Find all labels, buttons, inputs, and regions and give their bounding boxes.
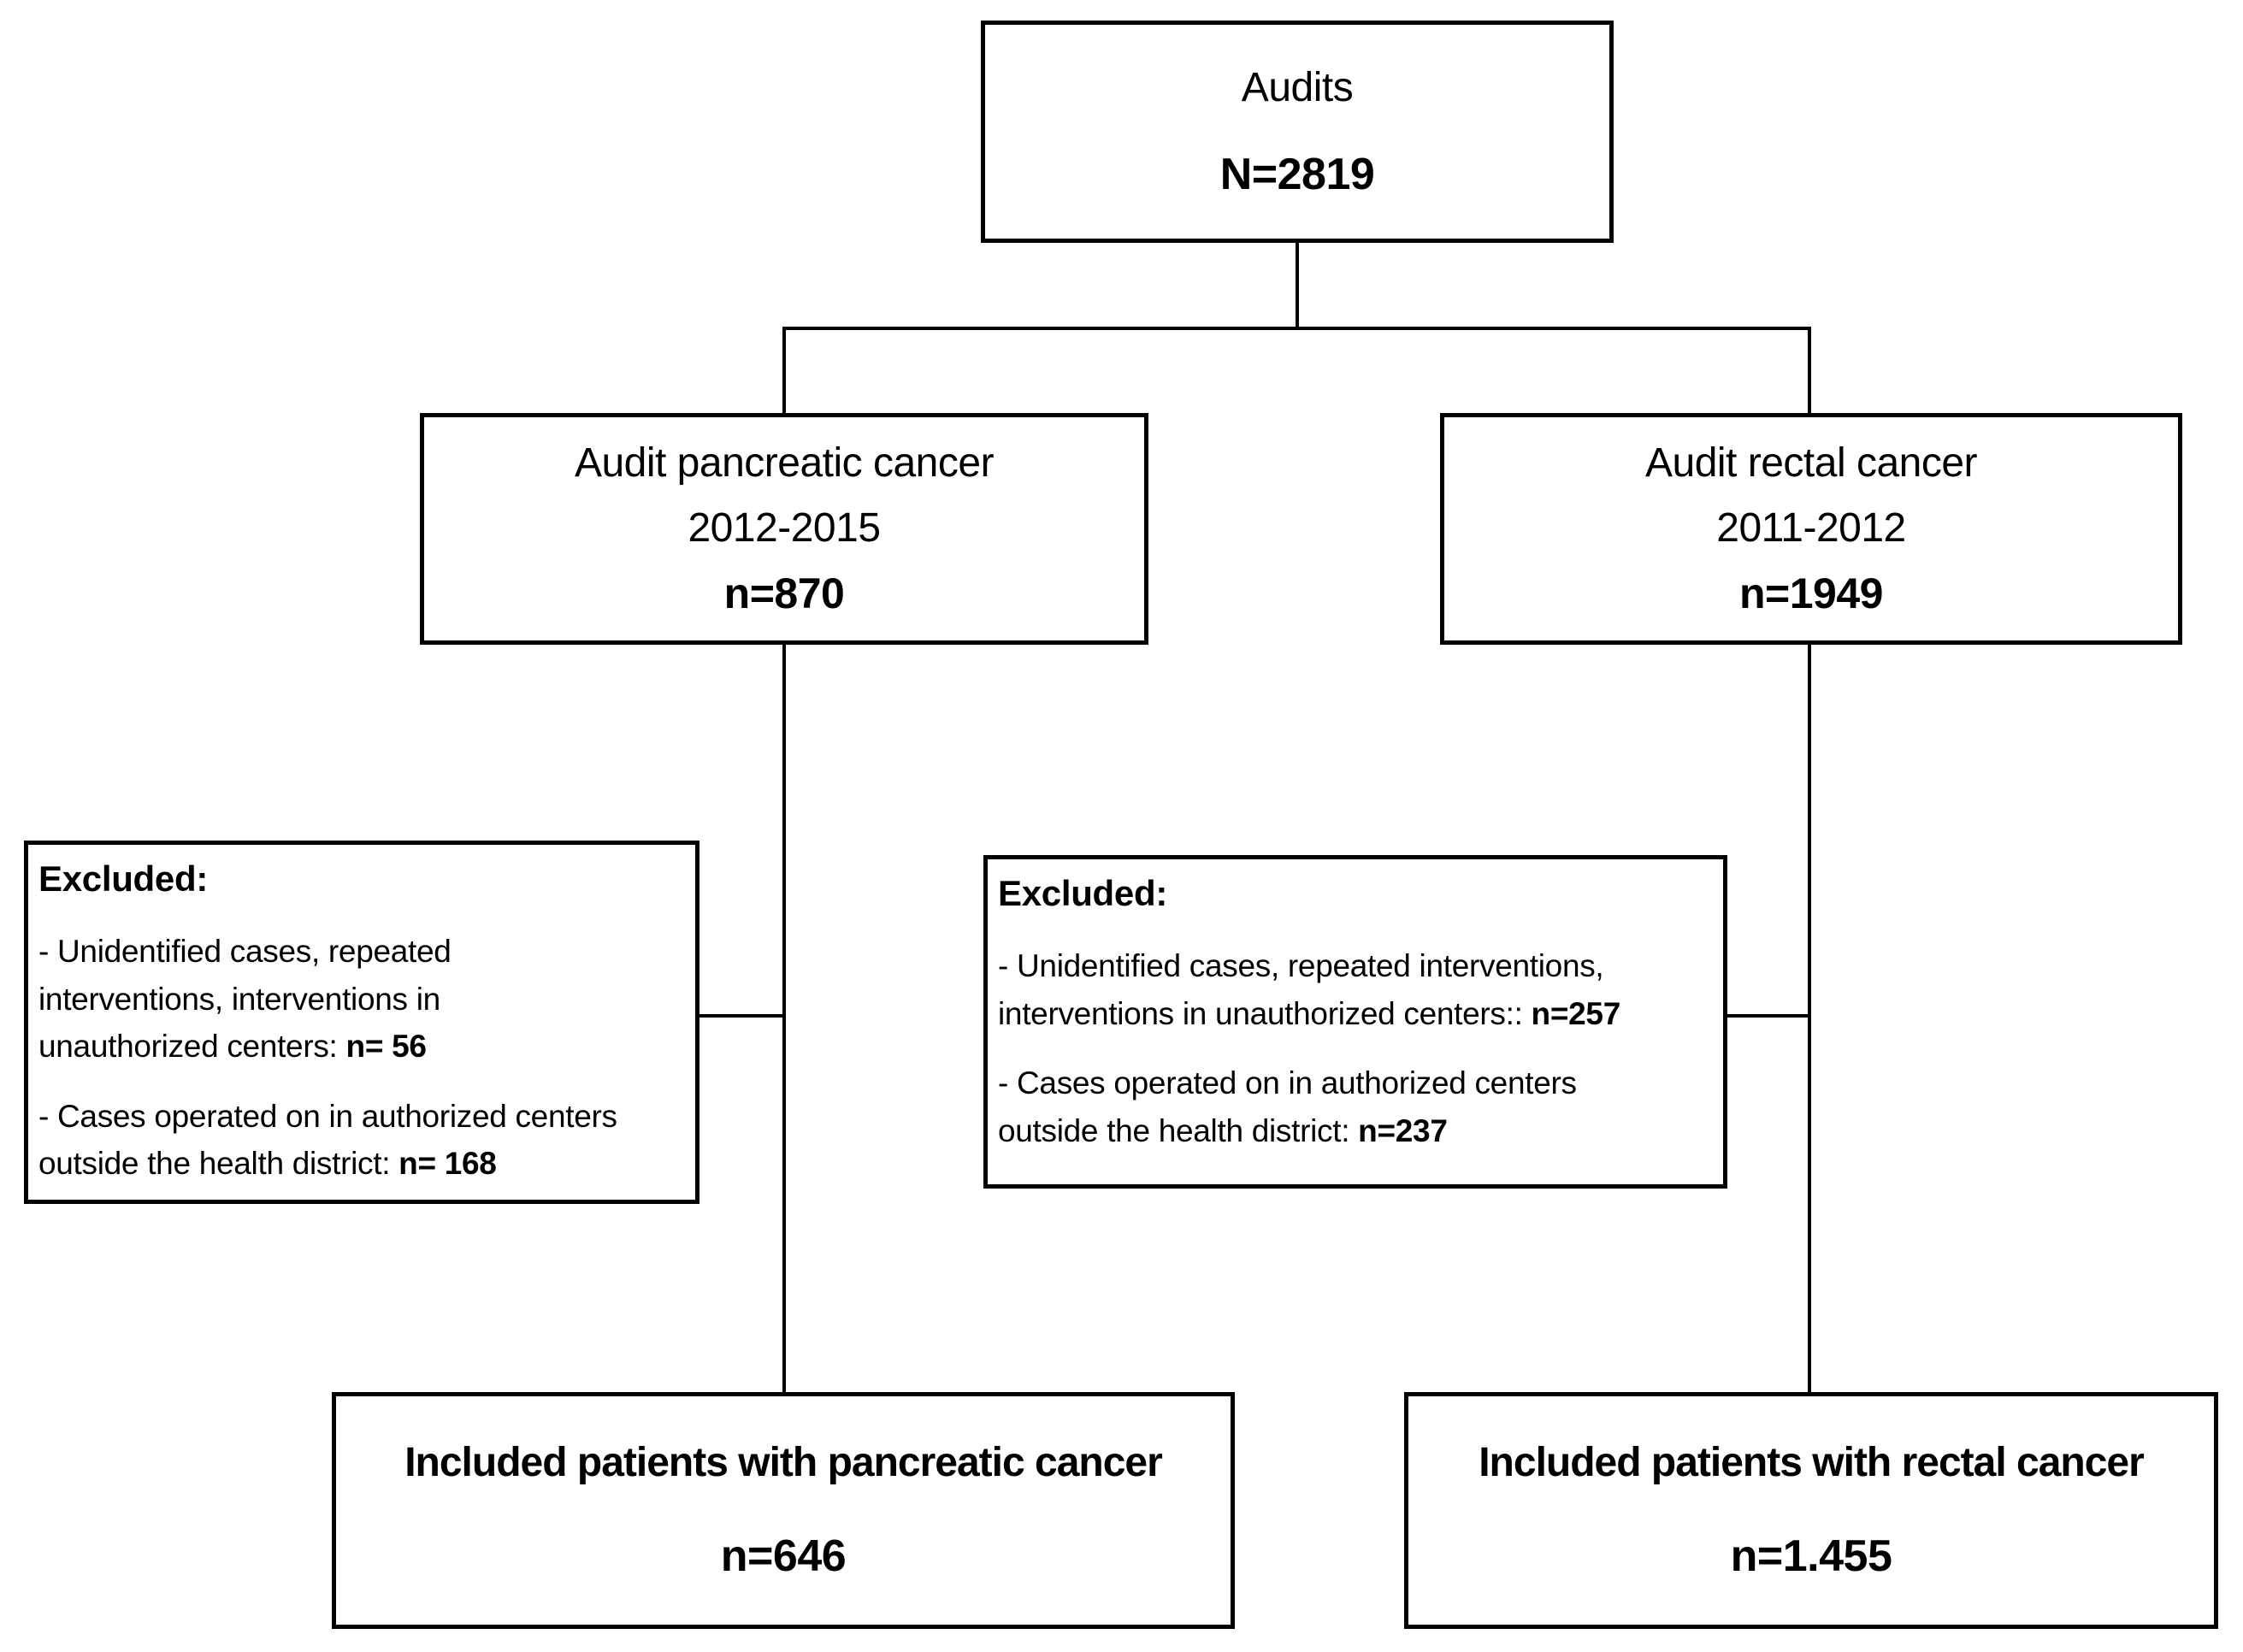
audit-pancreatic-period: 2012-2015 — [688, 504, 881, 551]
excluded-pancreatic-item-1: - Unidentified cases, repeated intervent… — [38, 928, 685, 1071]
audit-rectal-box: Audit rectal cancer 2011-2012 n=1949 — [1440, 413, 2182, 645]
excluded-pancreatic-item1-line3: unauthorized centers: n= 56 — [38, 1023, 685, 1071]
audit-pancreatic-count: n=870 — [723, 569, 845, 617]
included-rectal-box: Included patients with rectal cancer n=1… — [1404, 1392, 2218, 1629]
excluded-pancreatic-item1-count: n= 56 — [345, 1029, 427, 1064]
excluded-rectal-item1-line2-prefix: interventions in unauthorized centers:: — [998, 995, 1532, 1031]
excluded-pancreatic-item2-line2: outside the health district: n= 168 — [38, 1140, 685, 1188]
excluded-pancreatic-item2-line2-prefix: outside the health district: — [38, 1146, 399, 1181]
excluded-pancreatic-item1-line1: - Unidentified cases, repeated — [38, 934, 452, 969]
excluded-rectal-item1-line2: interventions in unauthorized centers:: … — [998, 990, 1713, 1038]
right-flow-line — [1808, 645, 1811, 1392]
excluded-rectal-item2-line2-prefix: outside the health district: — [998, 1112, 1359, 1148]
left-excluded-connector-line — [698, 1014, 784, 1018]
excluded-rectal-item-1: - Unidentified cases, repeated intervent… — [998, 942, 1713, 1037]
excluded-rectal-item2-line1: - Cases operated on in authorized center… — [998, 1065, 1577, 1100]
included-pancreatic-count: n=646 — [720, 1531, 847, 1581]
excluded-rectal-item1-count: n=257 — [1531, 995, 1621, 1031]
excluded-rectal-item2-count: n=237 — [1358, 1112, 1448, 1148]
audits-title: Audits — [1241, 64, 1354, 110]
excluded-pancreatic-item-2: - Cases operated on in authorized center… — [38, 1093, 685, 1188]
audit-rectal-period: 2011-2012 — [1716, 504, 1906, 551]
audits-count: N=2819 — [1219, 149, 1375, 199]
excluded-rectal-heading: Excluded: — [998, 873, 1168, 913]
left-branch-drop-line — [782, 327, 786, 413]
right-excluded-connector-line — [1724, 1014, 1811, 1018]
left-flow-line — [782, 645, 786, 1392]
included-pancreatic-box: Included patients with pancreatic cancer… — [332, 1392, 1235, 1629]
excluded-rectal-box: Excluded: - Unidentified cases, repeated… — [983, 855, 1727, 1189]
excluded-pancreatic-item1-line2: interventions, interventions in — [38, 981, 440, 1017]
audit-pancreatic-title: Audit pancreatic cancer — [574, 440, 995, 487]
excluded-pancreatic-box: Excluded: - Unidentified cases, repeated… — [24, 841, 699, 1204]
right-branch-drop-line — [1808, 327, 1811, 413]
audit-rectal-title: Audit rectal cancer — [1644, 440, 1978, 487]
audit-pancreatic-box: Audit pancreatic cancer 2012-2015 n=870 — [420, 413, 1148, 645]
excluded-pancreatic-item1-line3-prefix: unauthorized centers: — [38, 1029, 346, 1064]
included-rectal-title: Included patients with rectal cancer — [1479, 1440, 2145, 1485]
top-stem-line — [1296, 241, 1299, 328]
included-rectal-count: n=1.455 — [1730, 1531, 1892, 1581]
excluded-rectal-item2-line2: outside the health district: n=237 — [998, 1107, 1713, 1155]
branch-line — [782, 327, 1811, 330]
excluded-pancreatic-heading: Excluded: — [38, 858, 209, 899]
excluded-pancreatic-item2-count: n= 168 — [398, 1146, 497, 1181]
included-pancreatic-title: Included patients with pancreatic cancer — [404, 1440, 1163, 1485]
audit-rectal-count: n=1949 — [1739, 569, 1883, 617]
excluded-rectal-item1-line1: - Unidentified cases, repeated intervent… — [998, 948, 1604, 983]
audits-box: Audits N=2819 — [981, 21, 1614, 243]
excluded-pancreatic-item2-line1: - Cases operated on in authorized center… — [38, 1098, 617, 1134]
excluded-rectal-item-2: - Cases operated on in authorized center… — [998, 1059, 1713, 1154]
